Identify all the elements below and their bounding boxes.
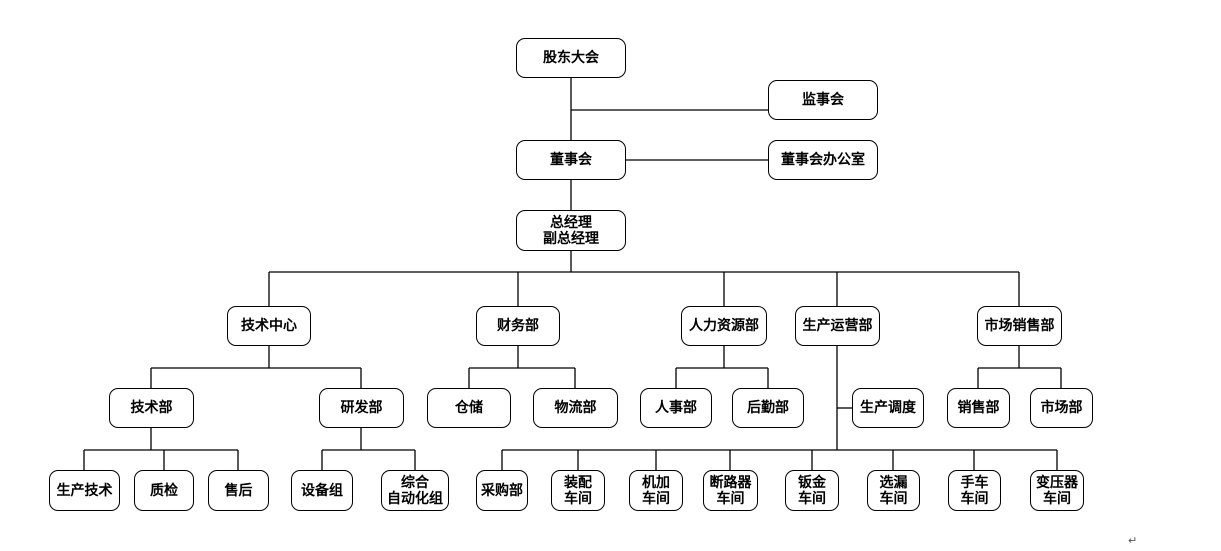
org-node-label: 质检 xyxy=(150,482,178,499)
org-node-equipment: 设备组 xyxy=(291,470,353,511)
org-node-tech-center: 技术中心 xyxy=(227,306,311,346)
org-node-label: 生产调度 xyxy=(860,400,916,416)
org-node-purchasing: 采购部 xyxy=(476,470,528,511)
org-node-label: 技术中心 xyxy=(241,318,297,334)
org-node-label: 生产技术 xyxy=(56,482,113,499)
org-node-tech-dept: 技术部 xyxy=(109,388,194,428)
org-node-assembly: 装配 车间 xyxy=(551,470,605,511)
org-node-label: 股东大会 xyxy=(543,50,599,66)
org-node-label: 人事部 xyxy=(655,400,697,416)
org-node-label: 钣金 车间 xyxy=(798,474,826,507)
org-node-label: 机加 车间 xyxy=(642,474,670,507)
org-node-label: 断路器 车间 xyxy=(709,474,752,507)
org-node-supervisors: 监事会 xyxy=(768,80,878,120)
org-node-label: 售后 xyxy=(224,482,253,499)
org-node-finance: 财务部 xyxy=(476,306,560,346)
org-node-marketing: 市场销售部 xyxy=(977,306,1062,346)
org-node-transformer: 变压器 车间 xyxy=(1030,470,1084,511)
org-node-sales: 销售部 xyxy=(947,388,1010,428)
org-node-logistics-support: 后勤部 xyxy=(732,388,804,428)
org-node-gm: 总经理 副总经理 xyxy=(516,210,626,251)
org-node-hr: 人力资源部 xyxy=(681,306,767,346)
org-node-label: 市场部 xyxy=(1040,400,1083,416)
org-node-operations: 生产运营部 xyxy=(795,306,880,346)
org-node-machining: 机加 车间 xyxy=(629,470,683,511)
org-node-sheet-metal: 钣金 车间 xyxy=(785,470,839,511)
org-node-label: 人力资源部 xyxy=(689,318,759,334)
org-node-warehouse: 仓储 xyxy=(427,388,511,428)
org-node-label: 销售部 xyxy=(957,400,1000,416)
org-node-prod-tech: 生产技术 xyxy=(49,470,120,511)
org-node-label: 后勤部 xyxy=(747,400,789,416)
org-node-qc: 质检 xyxy=(134,470,194,511)
org-node-label: 综合 自动化组 xyxy=(387,474,443,507)
org-node-label: 财务部 xyxy=(497,318,539,334)
org-node-board-office: 董事会办公室 xyxy=(768,140,878,180)
org-node-label: 董事会办公室 xyxy=(781,152,865,168)
org-node-label: 手车 车间 xyxy=(960,474,989,507)
org-node-label: 物流部 xyxy=(554,400,597,416)
org-node-label: 董事会 xyxy=(550,152,592,168)
org-node-label: 生产运营部 xyxy=(802,318,873,334)
org-node-label: 研发部 xyxy=(340,400,383,416)
org-node-label: 监事会 xyxy=(802,92,844,108)
org-node-handcart: 手车 车间 xyxy=(948,470,1001,511)
org-node-label: 采购部 xyxy=(481,482,523,499)
org-node-label: 仓储 xyxy=(455,400,483,416)
org-node-sorting: 选漏 车间 xyxy=(867,470,920,511)
org-node-logistics: 物流部 xyxy=(533,388,618,428)
paragraph-mark: ↵ xyxy=(1128,534,1138,547)
org-node-breaker: 断路器 车间 xyxy=(703,470,758,511)
org-node-label: 设备组 xyxy=(301,482,343,499)
org-node-label: 市场销售部 xyxy=(984,318,1055,334)
org-node-label: 选漏 车间 xyxy=(879,474,908,507)
org-node-label: 装配 车间 xyxy=(564,474,592,507)
org-node-board: 董事会 xyxy=(516,140,626,180)
org-node-shareholders: 股东大会 xyxy=(516,38,626,78)
org-node-automation: 综合 自动化组 xyxy=(381,470,449,511)
org-node-market: 市场部 xyxy=(1030,388,1093,428)
org-node-label: 总经理 副总经理 xyxy=(543,214,599,247)
org-node-personnel: 人事部 xyxy=(640,388,712,428)
org-node-rnd: 研发部 xyxy=(319,388,404,428)
org-node-after-sales: 售后 xyxy=(208,470,269,511)
org-node-dispatch: 生产调度 xyxy=(852,388,924,428)
org-node-label: 变压器 车间 xyxy=(1036,474,1078,507)
org-node-label: 技术部 xyxy=(130,400,173,416)
